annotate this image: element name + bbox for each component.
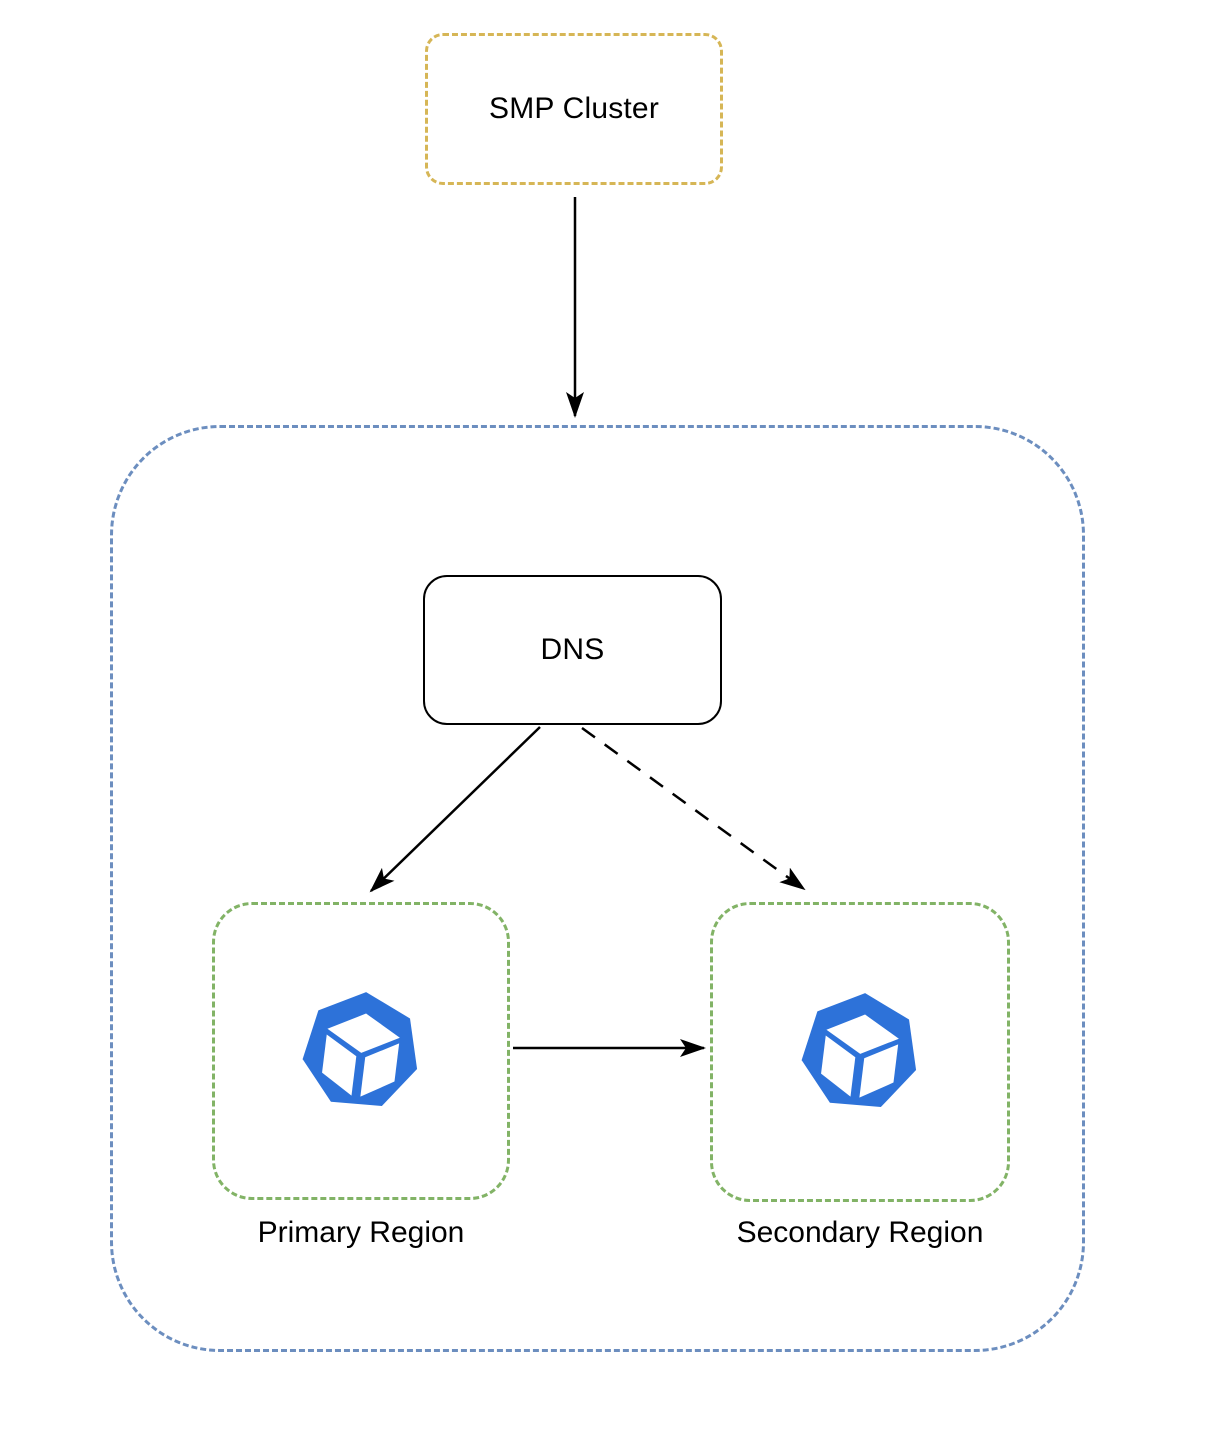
dns-label: DNS — [540, 633, 605, 666]
primary-region-node[interactable] — [212, 902, 510, 1200]
cube-heptagon-icon — [302, 992, 418, 1107]
smp-cluster-label: SMP Cluster — [488, 92, 660, 125]
secondary-region-node[interactable] — [710, 902, 1010, 1202]
dns-zone-container[interactable] — [110, 425, 1085, 1352]
secondary-region-label: Secondary Region — [736, 1216, 984, 1249]
cube-heptagon-icon — [801, 993, 917, 1108]
dns-node[interactable]: DNS — [423, 575, 722, 725]
primary-region-label: Primary Region — [257, 1216, 465, 1249]
smp-cluster-node[interactable]: SMP Cluster — [425, 33, 723, 185]
